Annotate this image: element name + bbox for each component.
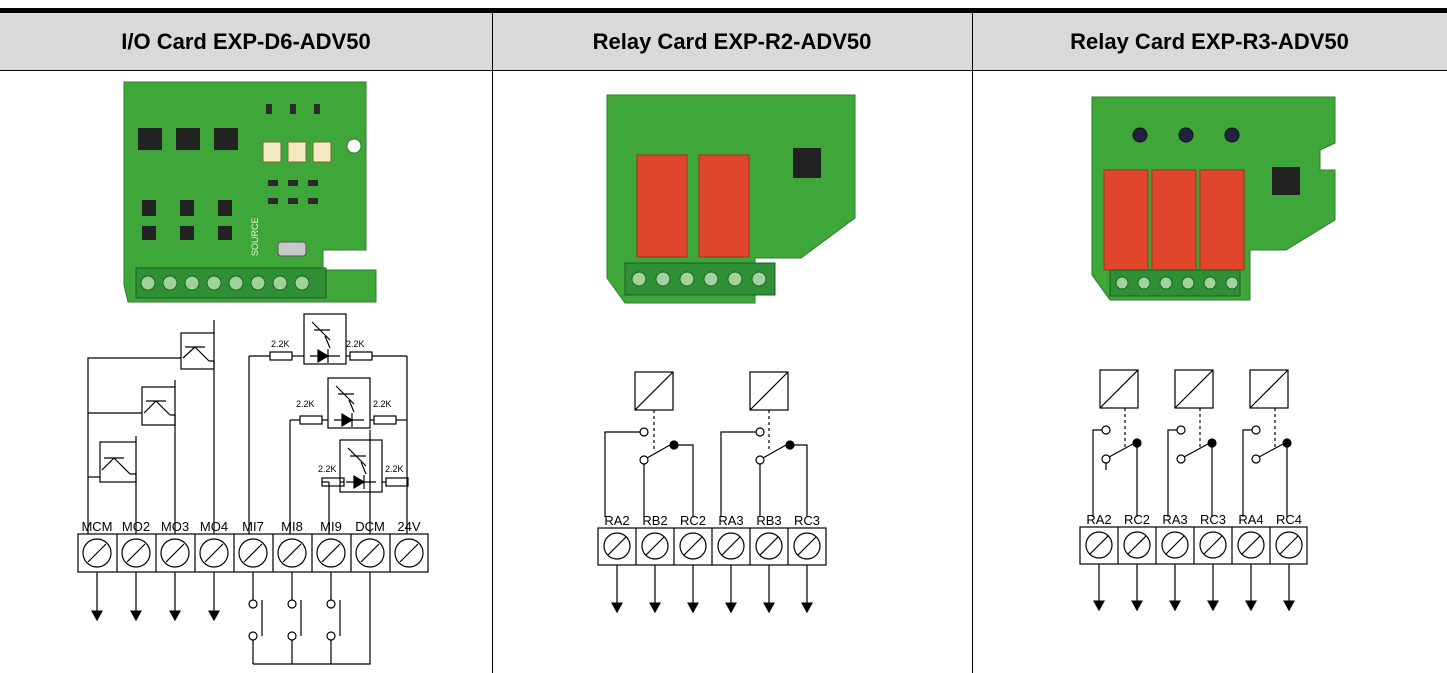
terminal-label: RC3 [1200,512,1226,527]
terminal-label: MI9 [320,519,342,534]
terminal-label: RA3 [1162,512,1187,527]
table-top-rule [0,8,1447,13]
column-header-io-card: I/O Card EXP-D6-ADV50 [0,13,492,71]
column-divider [972,13,973,673]
board-silkscreen-text: SOURCE [250,217,260,256]
column-header-relay-r2: Relay Card EXP-R2-ADV50 [492,13,972,71]
relay-r2-photo [606,94,856,304]
resistor-label: 2.2K [318,464,337,474]
terminal-label: RC2 [680,513,706,528]
io-card-wiring-diagram [77,313,429,665]
resistor-label: 2.2K [346,339,365,349]
terminal-label: RC4 [1276,512,1302,527]
resistor-label: 2.2K [296,399,315,409]
relay-r3-photo [1091,96,1336,301]
terminal-label: RB3 [756,513,781,528]
terminal-label: 24V [397,519,420,534]
resistor-label: 2.2K [385,464,404,474]
terminal-label: RA4 [1238,512,1263,527]
terminal-label: RB2 [642,513,667,528]
resistor-label: 2.2K [373,399,392,409]
terminal-label: MO2 [122,519,150,534]
terminal-label: MI8 [281,519,303,534]
column-divider [492,13,493,673]
terminal-label: RC2 [1124,512,1150,527]
terminal-label: MCM [81,519,112,534]
column-header-relay-r3: Relay Card EXP-R3-ADV50 [972,13,1447,71]
resistor-label: 2.2K [271,339,290,349]
terminal-label: DCM [355,519,385,534]
relay-r3-wiring-diagram [1079,369,1308,612]
terminal-label: RA2 [604,513,629,528]
terminal-label: MO4 [200,519,228,534]
io-card-photo: SOURCE [123,81,377,303]
terminal-label: MO3 [161,519,189,534]
terminal-label: RA3 [718,513,743,528]
terminal-label: MI7 [242,519,264,534]
relay-r2-wiring-diagram [597,371,827,614]
terminal-label: RA2 [1086,512,1111,527]
terminal-label: RC3 [794,513,820,528]
